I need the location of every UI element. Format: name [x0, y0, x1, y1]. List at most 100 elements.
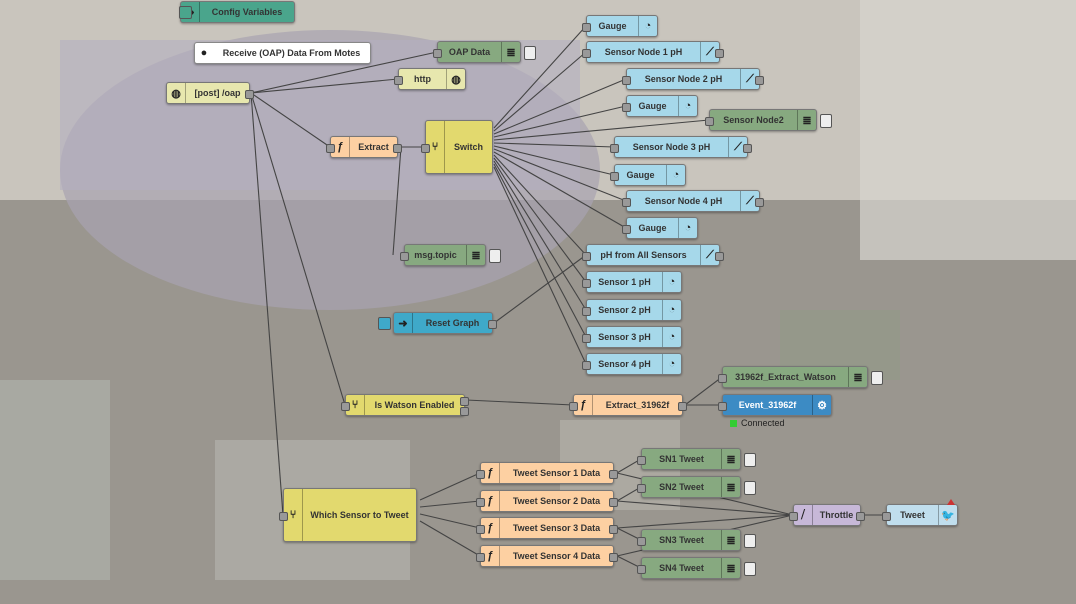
input-port[interactable]	[622, 225, 631, 234]
http-in-node[interactable]: ◍ [post] /oap	[166, 82, 254, 104]
sn2-tweet-debug[interactable]: SN2 Tweet ≣	[637, 476, 756, 498]
sensor-node-4-chart[interactable]: Sensor Node 4 pH ⟋	[622, 190, 764, 212]
input-port[interactable]	[718, 402, 727, 411]
input-port[interactable]	[476, 553, 485, 562]
input-port[interactable]	[705, 117, 714, 126]
input-port[interactable]	[279, 512, 288, 521]
input-port[interactable]	[582, 334, 591, 343]
sensor-node-2-chart[interactable]: Sensor Node 2 pH ⟋	[622, 68, 764, 90]
input-port[interactable]	[582, 252, 591, 261]
input-port[interactable]	[421, 144, 430, 153]
sensor-node2-debug-node[interactable]: Sensor Node2 ≣	[705, 109, 832, 131]
output-port[interactable]	[715, 252, 724, 261]
input-port[interactable]	[637, 456, 646, 465]
debug-toggle[interactable]	[524, 46, 536, 60]
extract-31962f-function[interactable]: ƒ Extract_31962f	[569, 394, 687, 416]
debug-toggle[interactable]	[820, 114, 832, 128]
output-port[interactable]	[755, 76, 764, 85]
is-watson-enabled-switch[interactable]: ⑂ Is Watson Enabled	[341, 394, 469, 416]
tweet-sensor-2-function[interactable]: ƒ Tweet Sensor 2 Data	[476, 490, 618, 512]
input-port[interactable]	[610, 172, 619, 181]
output-port[interactable]	[755, 198, 764, 207]
gauge-node[interactable]: Gauge ◔	[622, 217, 698, 239]
throttle-node[interactable]: ⧸ Throttle	[789, 504, 865, 526]
sn4-tweet-debug[interactable]: SN4 Tweet ≣	[637, 557, 756, 579]
input-port[interactable]	[582, 361, 591, 370]
msg-topic-debug-node[interactable]: msg.topic ≣	[400, 244, 501, 266]
input-port[interactable]	[476, 498, 485, 507]
watson-debug-node[interactable]: 31962f_Extract_Watson ≣	[718, 366, 883, 388]
output-port[interactable]	[488, 320, 497, 329]
input-port[interactable]	[582, 279, 591, 288]
input-port[interactable]	[582, 23, 591, 32]
tweet-sensor-3-function[interactable]: ƒ Tweet Sensor 3 Data	[476, 517, 618, 539]
input-port[interactable]	[789, 512, 798, 521]
output-port[interactable]	[609, 470, 618, 479]
input-port[interactable]	[433, 49, 442, 58]
input-port[interactable]	[582, 307, 591, 316]
input-port[interactable]	[341, 402, 350, 411]
tweet-output-node[interactable]: Tweet 🐦	[882, 499, 958, 526]
tweet-sensor-1-function[interactable]: ƒ Tweet Sensor 1 Data	[476, 462, 618, 484]
gauge-icon: ◔	[678, 96, 697, 116]
output-port[interactable]	[609, 525, 618, 534]
output-port[interactable]	[460, 397, 469, 406]
output-port[interactable]	[609, 553, 618, 562]
oap-data-debug-node[interactable]: OAP Data ≣	[433, 41, 536, 63]
extract-function-node[interactable]: ƒ Extract	[326, 136, 402, 158]
comment-node[interactable]: ● Receive (OAP) Data From Motes	[194, 42, 371, 64]
sn3-tweet-debug[interactable]: SN3 Tweet ≣	[637, 529, 756, 551]
input-port[interactable]	[400, 252, 409, 261]
tweet-sensor-4-function[interactable]: ƒ Tweet Sensor 4 Data	[476, 545, 618, 567]
output-port[interactable]	[856, 512, 865, 521]
debug-toggle[interactable]	[744, 453, 756, 467]
debug-toggle[interactable]	[744, 562, 756, 576]
watson-event-node[interactable]: Event_31962f ⚙	[718, 394, 832, 416]
input-port[interactable]	[637, 537, 646, 546]
http-response-node[interactable]: http ◍	[394, 68, 466, 90]
output-port[interactable]	[609, 498, 618, 507]
input-port[interactable]	[326, 144, 335, 153]
output-port[interactable]	[715, 49, 724, 58]
input-port[interactable]	[637, 484, 646, 493]
debug-toggle[interactable]	[744, 534, 756, 548]
input-port[interactable]	[637, 565, 646, 574]
output-port[interactable]	[393, 144, 402, 153]
inject-button[interactable]	[179, 6, 192, 19]
input-port[interactable]	[622, 103, 631, 112]
input-port[interactable]	[394, 76, 403, 85]
output-port[interactable]	[743, 144, 752, 153]
sensor-node-1-chart[interactable]: Sensor Node 1 pH ⟋	[582, 41, 724, 63]
input-port[interactable]	[622, 198, 631, 207]
input-port[interactable]	[882, 512, 891, 521]
inject-button[interactable]	[378, 317, 391, 330]
sensor-node-3-chart[interactable]: Sensor Node 3 pH ⟋	[610, 136, 752, 158]
sensor-2-gauge[interactable]: Sensor 2 pH ◔	[582, 299, 682, 321]
switch-node[interactable]: ⑂ Switch	[421, 120, 493, 174]
sensor-3-gauge[interactable]: Sensor 3 pH ◔	[582, 326, 682, 348]
output-port[interactable]	[245, 90, 254, 99]
config-variables-node[interactable]: ➜ Config Variables	[179, 1, 295, 23]
output-port[interactable]	[460, 407, 469, 416]
debug-toggle[interactable]	[871, 371, 883, 385]
reset-graph-inject-node[interactable]: ➜ Reset Graph	[378, 312, 497, 334]
debug-toggle[interactable]	[489, 249, 501, 263]
debug-toggle[interactable]	[744, 481, 756, 495]
which-sensor-switch[interactable]: ⑂ Which Sensor to Tweet	[279, 488, 417, 542]
input-port[interactable]	[718, 374, 727, 383]
sensor-1-gauge[interactable]: Sensor 1 pH ◔	[582, 271, 682, 293]
sn1-tweet-debug[interactable]: SN1 Tweet ≣	[637, 448, 756, 470]
input-port[interactable]	[569, 402, 578, 411]
gauge-node[interactable]: Gauge ◔	[622, 95, 698, 117]
ph-all-sensors-chart[interactable]: pH from All Sensors ⟋	[582, 244, 724, 266]
gauge-node[interactable]: Gauge ◔	[610, 164, 686, 186]
input-port[interactable]	[476, 525, 485, 534]
input-port[interactable]	[622, 76, 631, 85]
input-port[interactable]	[476, 470, 485, 479]
gauge-node[interactable]: Gauge ◔	[582, 15, 658, 37]
input-port[interactable]	[582, 49, 591, 58]
input-port[interactable]	[610, 144, 619, 153]
sensor-4-gauge[interactable]: Sensor 4 pH ◔	[582, 353, 682, 375]
output-port[interactable]	[678, 402, 687, 411]
wire	[493, 157, 587, 283]
